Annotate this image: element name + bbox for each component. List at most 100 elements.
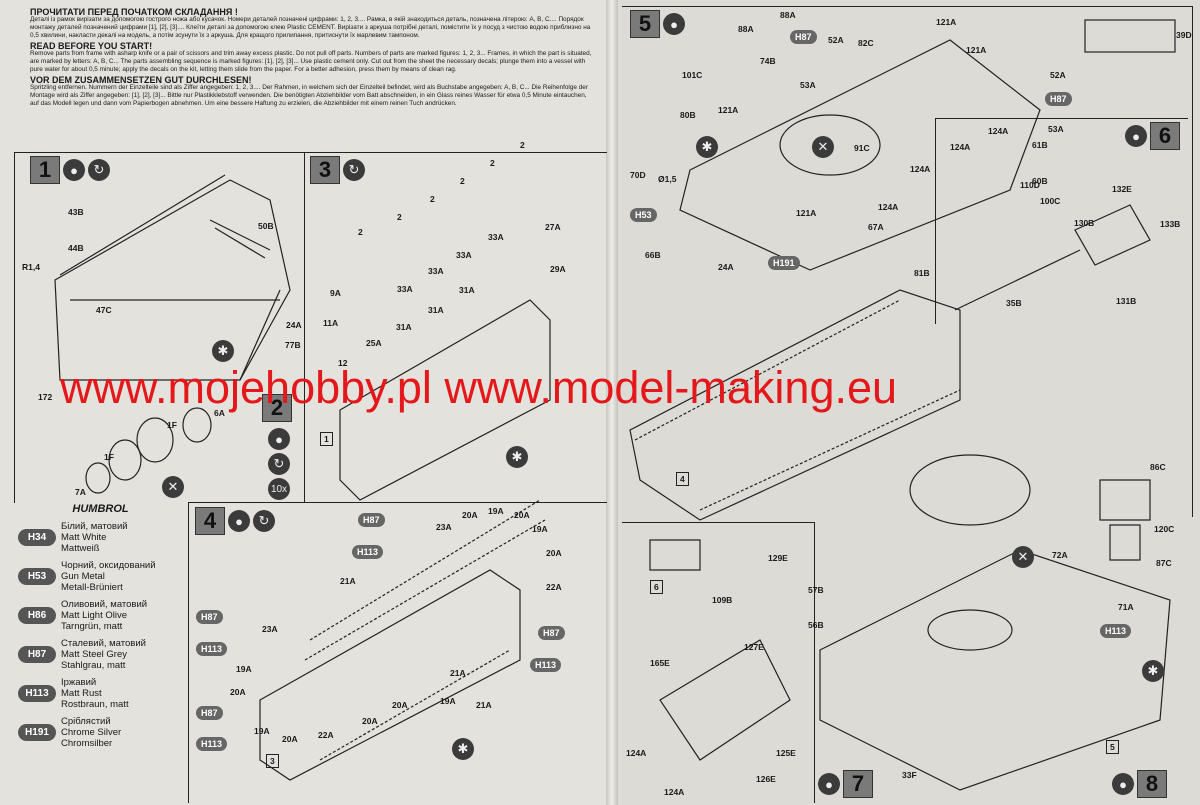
part-label: 124A: [950, 142, 971, 152]
part-label: 11A: [323, 318, 339, 328]
part-label: 101C: [682, 70, 703, 80]
part-label: 80B: [680, 110, 696, 120]
track-links-drawing: [304, 499, 546, 761]
paint-name-en: Chrome Silver: [61, 727, 122, 738]
part-label: 43B: [68, 207, 84, 217]
rotate-icon: ↻: [343, 159, 365, 181]
glue-drop-icon: ●: [1125, 125, 1147, 147]
turret-ring-8-drawing: [927, 609, 1013, 651]
part-label: 88A: [738, 24, 754, 34]
part-label: R1,4: [22, 262, 40, 272]
part-label: 20A: [392, 700, 408, 710]
part-label: 53A: [800, 80, 816, 90]
paint-pill: H113: [352, 545, 384, 559]
part-label: 22A: [546, 582, 562, 592]
asterisk-icon: ✱: [1142, 660, 1164, 682]
part-label: 33A: [397, 284, 413, 294]
part-label: 61B: [1032, 140, 1048, 150]
part-label: 67A: [868, 222, 884, 232]
remove-icon: ✕: [162, 476, 184, 498]
part-label: 66B: [645, 250, 661, 260]
part-label: 31A: [459, 285, 475, 295]
paint-code: H53: [18, 568, 56, 585]
paint-name-de: Tarngrün, matt: [61, 621, 123, 632]
hull-lower-drawing: [54, 179, 291, 381]
paint-pill: H113: [530, 658, 562, 672]
step-3-badge: 3 ↻: [310, 156, 365, 184]
part-label: 74B: [760, 56, 776, 66]
turret-ring-drawing: [779, 114, 881, 176]
part-label: 130B: [1074, 218, 1095, 228]
left-page: [0, 0, 612, 805]
rotate-icon: ↻: [268, 453, 290, 475]
part-label: 7A: [75, 487, 86, 497]
engine-deck-drawing: [649, 539, 791, 761]
watermark-text: www.mojehobby.pl www.model-making.eu: [60, 362, 898, 413]
paint-name-ua: Сріблястий: [61, 716, 111, 727]
part-label: 52A: [828, 35, 844, 45]
part-label: 100C: [1040, 196, 1061, 206]
asterisk-icon: ✱: [212, 340, 234, 362]
part-label: 81B: [914, 268, 930, 278]
part-label: 110D: [1020, 180, 1040, 190]
part-label: 72A: [1052, 550, 1068, 560]
part-label: 21A: [450, 668, 466, 678]
paint-name-en: Matt White: [61, 532, 107, 543]
gun-barrel-drawing: [954, 204, 1151, 311]
paint-name-de: Mattweiß: [61, 543, 100, 554]
en-heading: READ BEFORE YOU START!: [30, 41, 153, 51]
part-label: 33A: [428, 266, 444, 276]
part-label: 44B: [68, 243, 84, 253]
paint-pill: H87: [1045, 92, 1072, 106]
part-label: 60B: [1032, 176, 1048, 186]
part-label: 6A: [214, 408, 225, 418]
part-label: 12: [338, 358, 348, 368]
part-label: 56B: [808, 620, 824, 630]
paint-name-de: Rostbraun, matt: [61, 699, 129, 710]
part-label: 120C: [1154, 524, 1175, 534]
rotate-icon: ↻: [88, 159, 110, 181]
part-label: 109B: [712, 595, 733, 605]
part-label: 91C: [854, 143, 870, 153]
asterisk-icon: ✱: [696, 136, 718, 158]
part-label: 31A: [396, 322, 412, 332]
part-label: 1F: [104, 452, 114, 462]
part-label: 165E: [650, 658, 670, 668]
hull-detail-lines: [59, 174, 281, 381]
wheel-1f-b-drawing: [108, 439, 142, 481]
glue-drop-icon: ●: [63, 159, 85, 181]
paint-pill: H191: [768, 256, 800, 270]
wheel-1f-drawing: [136, 417, 174, 463]
paint-name-de: Stahlgrau, matt: [61, 660, 126, 671]
part-label: 20A: [514, 510, 530, 520]
paint-pill: H113: [1100, 624, 1132, 638]
part-label: 2: [397, 212, 402, 222]
ref-step-4: 4: [676, 472, 689, 486]
paint-pill: H87: [790, 30, 817, 44]
ua-text: Деталі із рамок вирізати за допомогою го…: [30, 16, 591, 39]
part-label: 33A: [488, 232, 504, 242]
wheel-6a-drawing: [182, 407, 212, 443]
paint-code: H34: [18, 529, 56, 546]
part-label: 2: [358, 227, 363, 237]
step-number: 5: [630, 10, 660, 38]
quantity-badge: 10x: [268, 478, 290, 500]
glue-drop-icon: ●: [663, 13, 685, 35]
step-3-panel: [304, 152, 607, 503]
step-7-panel: [622, 522, 815, 803]
asterisk-icon: ✱: [452, 738, 474, 760]
paint-legend-title: HUMBROL: [72, 503, 129, 515]
stowage-box-drawing: [1099, 479, 1151, 561]
part-label: 20A: [362, 716, 378, 726]
decal-39d-drawing: [1084, 19, 1176, 53]
step-number: 4: [195, 507, 225, 535]
part-label: 52A: [1050, 70, 1066, 80]
upper-hull-drawing: [679, 39, 1041, 271]
paint-code: H191: [18, 724, 56, 741]
part-label: 121A: [796, 208, 817, 218]
